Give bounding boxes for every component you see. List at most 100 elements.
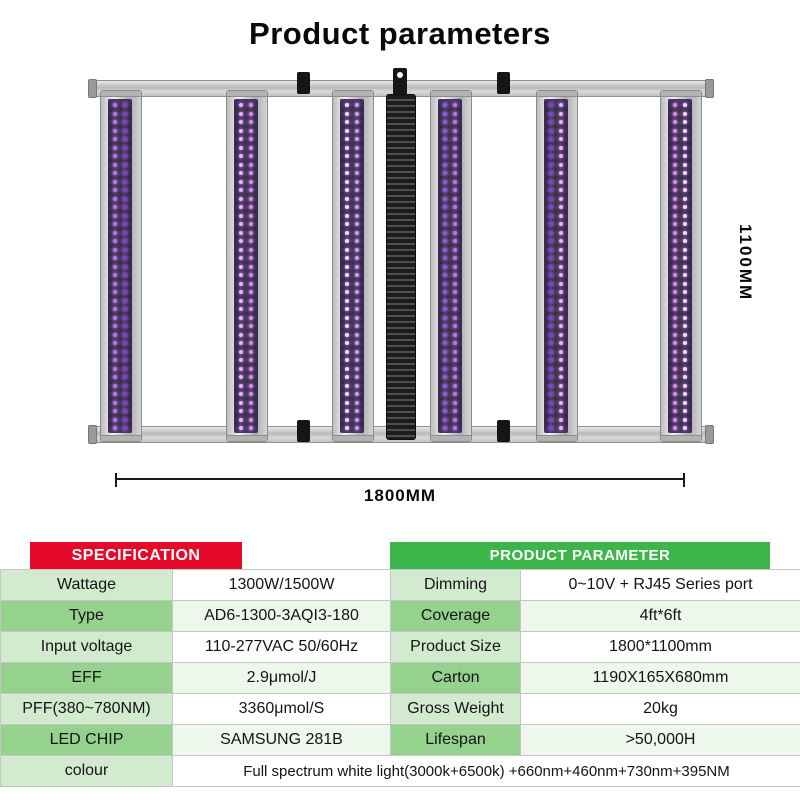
led-dot <box>559 137 563 141</box>
led-dot <box>355 273 359 277</box>
led-dot <box>453 256 457 260</box>
led-dot <box>113 409 117 413</box>
height-dimension-label: 1100MM <box>736 224 755 302</box>
led-dot <box>239 332 243 337</box>
led-dot <box>673 222 677 226</box>
led-dot <box>249 179 253 184</box>
led-dot <box>559 290 563 294</box>
led-bar <box>226 90 268 442</box>
led-dot <box>355 341 359 345</box>
led-dot <box>239 281 243 286</box>
led-dot <box>345 145 349 150</box>
led-dot <box>549 400 553 405</box>
led-dot <box>355 145 359 150</box>
led-dot <box>683 273 687 277</box>
led-dot <box>249 366 253 371</box>
led-dot <box>683 162 687 167</box>
led-dot <box>239 273 243 277</box>
led-dot <box>559 392 563 396</box>
led-dot <box>113 273 117 277</box>
led-dot <box>683 341 687 345</box>
led-dot <box>345 264 349 269</box>
spec-value: >50,000H <box>520 724 800 756</box>
led-dot <box>673 179 677 184</box>
led-dot <box>443 307 447 311</box>
led-dot <box>123 417 127 422</box>
led-dot <box>113 128 117 133</box>
led-dot <box>683 154 687 158</box>
led-dot <box>345 400 349 405</box>
led-dot <box>559 188 563 192</box>
spec-value: 110-277VAC 50/60Hz <box>172 631 391 663</box>
led-dot <box>559 205 563 209</box>
led-dot <box>549 264 553 269</box>
led-dot <box>559 341 563 345</box>
led-dot <box>683 349 687 354</box>
led-dot <box>673 111 677 116</box>
led-dot <box>683 247 687 252</box>
led-dot <box>443 332 447 337</box>
led-bar <box>100 90 142 442</box>
led-dot <box>113 171 117 175</box>
led-dot <box>559 281 563 286</box>
led-dot <box>453 120 457 124</box>
led-dot <box>249 392 253 396</box>
led-dot <box>249 103 253 107</box>
led-dot <box>355 188 359 192</box>
led-dot <box>239 417 243 422</box>
led-dot <box>549 358 553 362</box>
led-dot <box>345 205 349 209</box>
led-dot <box>453 383 457 388</box>
led-dot <box>355 315 359 320</box>
led-strip <box>544 99 568 433</box>
led-dot <box>355 298 359 303</box>
led-dot <box>453 111 457 116</box>
spec-label: PFF(380~780NM) <box>0 693 173 725</box>
led-dot <box>683 103 687 107</box>
led-dot <box>239 188 243 192</box>
led-dot <box>673 366 677 371</box>
led-dot <box>113 417 117 422</box>
led-dot <box>443 315 447 320</box>
led-dot <box>239 409 243 413</box>
led-dot <box>683 111 687 116</box>
spec-label: Wattage <box>0 569 173 601</box>
hanger-bracket <box>393 68 407 96</box>
led-dot <box>345 128 349 133</box>
led-dot <box>683 230 687 235</box>
led-dot <box>443 358 447 362</box>
led-dot <box>549 290 553 294</box>
led-dot <box>673 205 677 209</box>
led-dot <box>673 264 677 269</box>
led-dot <box>239 264 243 269</box>
led-dot <box>443 290 447 294</box>
led-dot <box>239 247 243 252</box>
led-dot <box>355 171 359 175</box>
led-dot <box>549 120 553 124</box>
led-dot <box>559 120 563 124</box>
led-dot <box>345 222 349 226</box>
led-dot <box>239 298 243 303</box>
led-dot <box>559 230 563 235</box>
led-dot <box>123 120 127 124</box>
led-dot <box>239 426 243 430</box>
led-dot <box>123 298 127 303</box>
led-dot <box>549 341 553 345</box>
led-dot <box>113 188 117 192</box>
spec-label: colour <box>0 755 173 787</box>
table-row: colour Full spectrum white light(3000k+6… <box>0 755 800 787</box>
led-dot <box>345 324 349 328</box>
led-dot <box>443 154 447 158</box>
led-dot <box>239 205 243 209</box>
led-dot <box>355 383 359 388</box>
led-dot <box>453 247 457 252</box>
led-dot <box>443 162 447 167</box>
led-dot <box>559 179 563 184</box>
led-dot <box>683 375 687 379</box>
led-bar <box>660 90 702 442</box>
led-dot <box>549 307 553 311</box>
led-dot <box>345 315 349 320</box>
led-dot <box>683 137 687 141</box>
led-dot <box>453 324 457 328</box>
led-dot <box>239 290 243 294</box>
